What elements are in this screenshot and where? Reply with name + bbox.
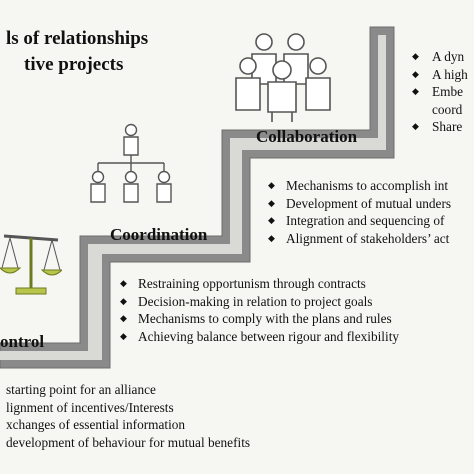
- group-people-icon: [234, 30, 334, 124]
- title-line-2: tive projects: [24, 54, 124, 75]
- control-points: starting point for an alliance lignment …: [0, 381, 250, 451]
- coordination-point: Achieving balance between rigour and fle…: [120, 328, 399, 346]
- top-point: Share: [412, 118, 468, 136]
- step-label-collaboration: Collaboration: [256, 127, 358, 146]
- collaboration-point: Alignment of stakeholders’ act: [268, 230, 451, 248]
- coordination-points: Restraining opportunism through contract…: [120, 275, 399, 345]
- step-label-control: ontrol: [0, 332, 45, 351]
- collaboration-point: Development of mutual unders: [268, 195, 451, 213]
- top-step-points: A dyn A high Embe coord Share: [412, 48, 468, 136]
- control-point: lignment of incentives/Interests: [0, 399, 250, 417]
- top-point: A high: [412, 66, 468, 84]
- scale-icon: [0, 226, 62, 298]
- diagram-title: ls of relationships tive projects: [2, 28, 148, 76]
- step-label-coordination: Coordination: [110, 225, 208, 244]
- stair-face: [0, 35, 386, 360]
- coordination-point: Restraining opportunism through contract…: [120, 275, 399, 293]
- top-point: Embe: [412, 83, 468, 101]
- collaboration-point: Mechanisms to accomplish int: [268, 177, 451, 195]
- title-line-1: ls of relationships: [6, 28, 149, 49]
- control-point: starting point for an alliance: [0, 381, 250, 399]
- collaboration-point: Integration and sequencing of: [268, 212, 451, 230]
- coordination-point: Mechanisms to comply with the plans and …: [120, 310, 399, 328]
- control-point: development of behaviour for mutual bene…: [0, 434, 250, 452]
- top-point-continuation: coord: [432, 101, 463, 117]
- control-point: xchanges of essential information: [0, 416, 250, 434]
- top-point: A dyn: [412, 48, 468, 66]
- coordination-point: Decision-making in relation to project g…: [120, 293, 399, 311]
- hierarchy-people-icon: [88, 122, 176, 208]
- collaboration-points: Mechanisms to accomplish int Development…: [268, 177, 451, 247]
